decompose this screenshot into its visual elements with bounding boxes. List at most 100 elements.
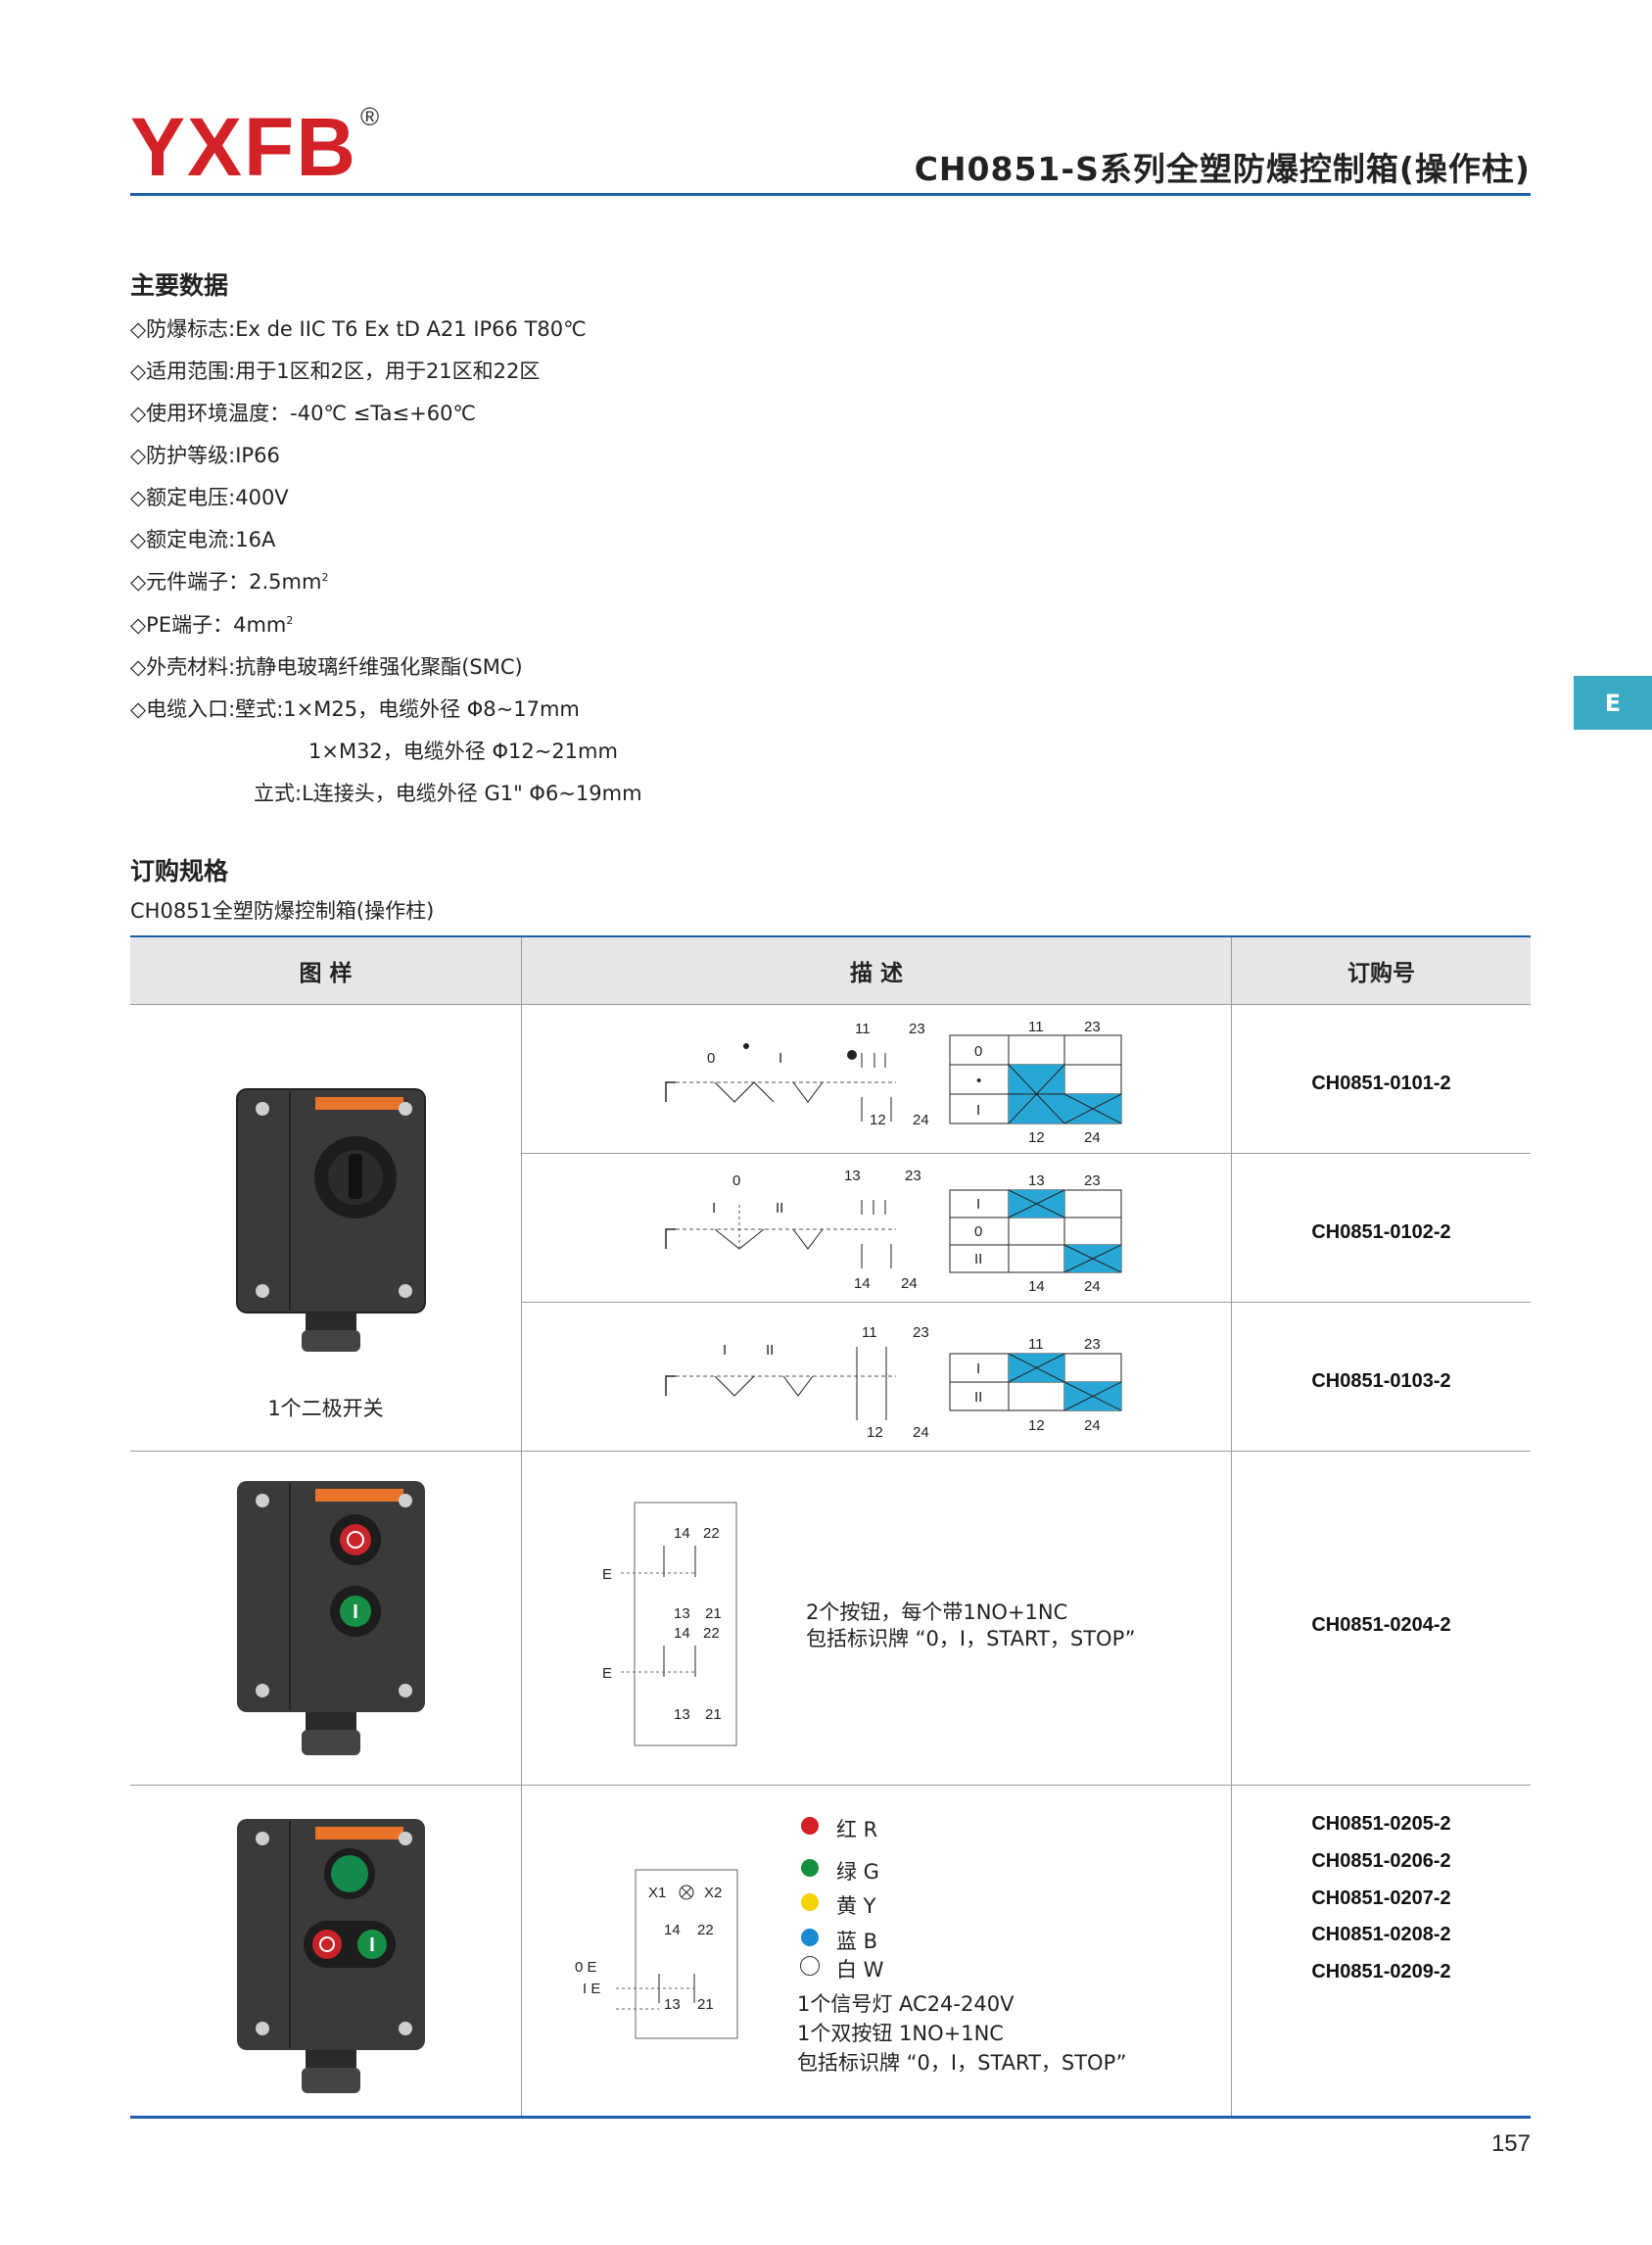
product-image-light-and-double-button [237,1819,425,2093]
column-divider [1231,937,1232,2116]
svg-text:I: I [712,1200,716,1217]
color-white-label: 白 W [836,1958,884,1982]
order-spec-heading: 订购规格 [130,857,229,885]
svg-text:I: I [976,1196,980,1213]
svg-text:24: 24 [1084,1417,1101,1434]
order-number-0205: CH0851-0205-2 [1311,1813,1451,1835]
row2-description-line1: 2个按钮，每个带1NO+1NC [806,1600,1068,1624]
page-title: CH0851-S系列全塑防爆控制箱(操作柱) [914,150,1531,188]
svg-text:24: 24 [901,1275,918,1292]
svg-text:E: E [602,1665,612,1682]
svg-text:21: 21 [697,1996,714,2013]
white-dot-icon [800,1956,820,1976]
svg-text:I: I [976,1102,980,1119]
svg-text:11: 11 [1028,1336,1044,1353]
svg-text:13: 13 [844,1168,861,1184]
blue-dot-icon [801,1929,819,1946]
row3-description-line1: 1个信号灯 AC24-240V [797,1992,1015,2016]
svg-text:0 E: 0 E [575,1959,597,1976]
svg-text:24: 24 [1084,1278,1101,1295]
order-number-0209: CH0851-0209-2 [1311,1961,1451,1982]
svg-text:0: 0 [974,1223,982,1240]
svg-text:22: 22 [703,1625,720,1642]
registered-mark: ® [360,102,380,131]
svg-text:11: 11 [855,1021,871,1037]
svg-text:II: II [766,1342,774,1359]
svg-text:11: 11 [1028,1019,1044,1035]
svg-text:23: 23 [905,1168,921,1184]
order-spec-subtitle: CH0851全塑防爆控制箱(操作柱) [130,899,435,923]
svg-text:12: 12 [1028,1417,1045,1434]
svg-text:•: • [976,1073,981,1089]
svg-text:0: 0 [732,1172,740,1189]
order-number-0208: CH0851-0208-2 [1311,1924,1451,1945]
row-divider [522,1153,1531,1154]
row3-description-line3: 包括标识牌 “0，I，START，STOP” [797,2051,1127,2075]
color-green-label: 绿 G [836,1860,879,1884]
section-tab-e: E [1574,676,1652,730]
header-order-number: 订购号 [1347,961,1415,986]
row-divider [130,1451,1531,1452]
svg-text:23: 23 [1084,1172,1101,1189]
diagram-two-buttons: E E 14 22 13 21 14 22 13 21 [602,1502,737,1746]
page-number: 157 [1490,2130,1531,2157]
svg-text:23: 23 [1084,1336,1101,1353]
svg-text:I: I [976,1361,980,1377]
svg-text:12: 12 [1028,1129,1045,1146]
svg-text:21: 21 [705,1706,722,1723]
svg-text:II: II [974,1389,982,1406]
svg-text:13: 13 [674,1706,690,1723]
spec-scope: ◇适用范围:用于1区和2区，用于21区和22区 [130,359,541,383]
row1-caption: 1个二极开关 [267,1397,384,1420]
color-red-label: 红 R [836,1818,878,1841]
row-divider [130,1785,1531,1786]
svg-text:0: 0 [707,1050,715,1067]
svg-text:21: 21 [705,1605,722,1622]
svg-text:12: 12 [870,1112,886,1128]
spec-cable-entry: ◇电缆入口:壁式:1×M25，电缆外径 Φ8~17mm [130,697,580,721]
red-dot-icon [801,1817,819,1835]
svg-text:22: 22 [697,1922,714,1938]
svg-text:23: 23 [913,1324,929,1341]
diagram-switch-0102: 0 I II 13 23 14 24 I 0 II 13 23 14 24 [665,1168,1122,1295]
svg-text:II: II [776,1200,783,1217]
color-yellow-label: 黄 Y [836,1894,876,1918]
svg-text:14: 14 [854,1275,871,1292]
order-number-0206: CH0851-0206-2 [1311,1850,1451,1872]
svg-text:12: 12 [867,1424,883,1441]
product-image-selector-switch [236,1088,426,1352]
svg-text:13: 13 [1028,1172,1045,1189]
table-header-row [130,937,1531,1005]
spec-current: ◇额定电流:16A [130,528,276,551]
table-bottom-rule [130,2116,1531,2119]
svg-text:14: 14 [664,1922,681,1938]
spec-cable-entry-2: 1×M32，电缆外径 Φ12~21mm [308,740,618,763]
product-image-two-buttons [237,1481,425,1755]
order-number-0101: CH0851-0101-2 [1311,1073,1451,1094]
svg-text:14: 14 [674,1625,690,1642]
svg-text:24: 24 [913,1424,929,1441]
diagram-switch-0101: 0 I 11 23 12 24 0 • I 11 23 12 24 [665,1019,1122,1146]
svg-text:23: 23 [909,1021,925,1037]
svg-text:24: 24 [913,1112,929,1128]
row-divider [522,1302,1531,1303]
svg-text:0: 0 [974,1043,982,1060]
svg-text:24: 24 [1084,1129,1101,1146]
spec-protection: ◇防护等级:IP66 [130,444,280,467]
header-rule [130,193,1531,196]
svg-text:11: 11 [862,1324,877,1341]
svg-text:23: 23 [1084,1019,1101,1035]
svg-text:II: II [974,1251,982,1267]
svg-text:13: 13 [674,1605,690,1622]
green-dot-icon [801,1859,819,1877]
svg-text:13: 13 [664,1996,681,2013]
row2-description-line2: 包括标识牌 “0，I，START，STOP” [806,1627,1136,1650]
diagram-switch-0103: I II 11 23 12 24 I II 11 23 12 24 [665,1324,1122,1441]
brand-logo: YXFB [130,101,358,193]
color-blue-label: 蓝 B [836,1930,878,1953]
diagram-light-and-double-button: X1 X2 0 E I E 14 22 13 21 [575,1869,738,2039]
spec-terminal: ◇元件端子：2.5mm2 [130,570,329,594]
spec-material: ◇外壳材料:抗静电玻璃纤维强化聚酯(SMC) [130,655,523,679]
table-top-rule [130,935,1531,937]
yellow-dot-icon [801,1893,819,1911]
